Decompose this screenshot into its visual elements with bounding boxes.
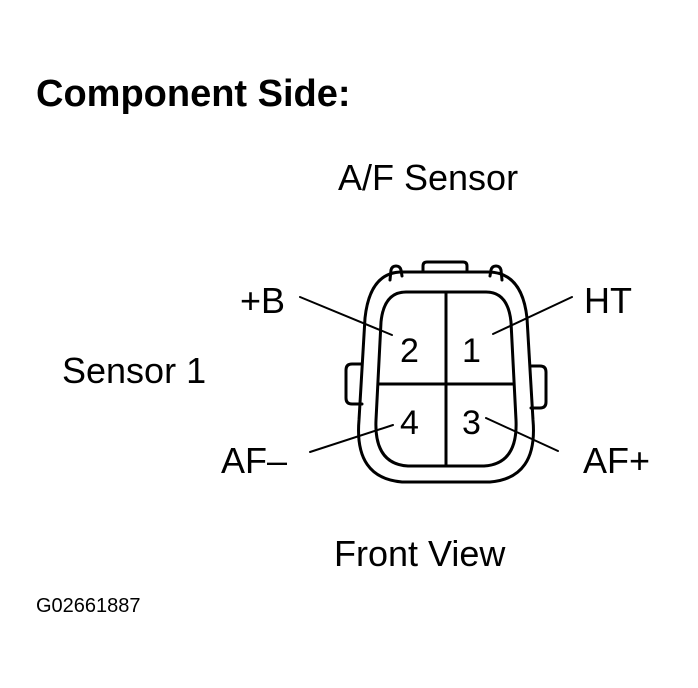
connector-top-latch [421,260,469,274]
connector-left-tab [344,362,364,406]
leader-line-pin-4 [309,424,394,453]
pin-1-signal-label: HT [584,280,632,321]
diagram-heading: Component Side: [36,73,351,115]
pin-2-signal-label: +B [240,280,285,321]
pin-1-number: 1 [462,332,481,370]
component-name-label: A/F Sensor [338,157,518,198]
pin-3-number: 3 [462,404,481,442]
connector-outer-housing [357,270,535,484]
view-label: Front View [334,533,506,574]
pin-4-signal-label: AF– [221,440,287,481]
pin-3-signal-label: AF+ [583,440,650,481]
leader-line-pin-2 [299,296,393,336]
connector-right-ear [488,264,504,282]
sensor-location-label: Sensor 1 [62,350,206,391]
connector-right-tab [529,364,548,410]
leader-line-pin-1 [492,296,573,335]
leader-line-pin-3 [485,417,559,452]
connector-body [344,260,548,484]
connector-inner-face [374,290,518,468]
pin-2-number: 2 [400,332,419,370]
pin-4-number: 4 [400,404,419,442]
figure-code: G02661887 [36,595,141,617]
connector-left-ear [388,264,404,282]
